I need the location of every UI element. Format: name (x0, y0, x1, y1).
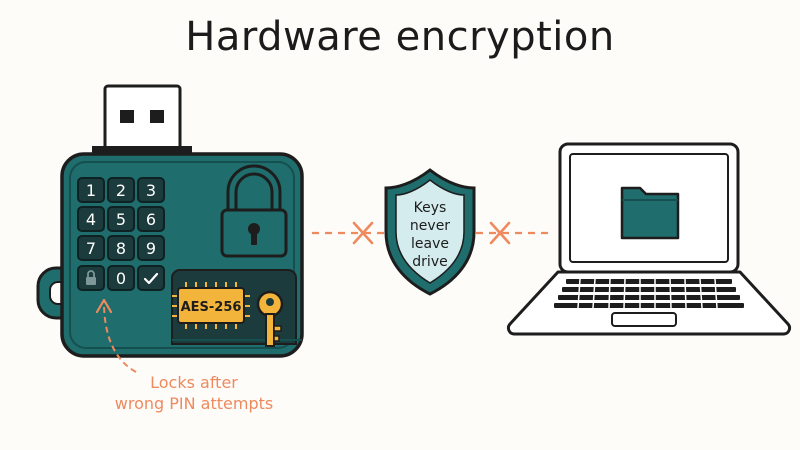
pin-lock-caption: Locks after wrong PIN attempts (84, 372, 304, 414)
keypad-key[interactable]: 6 (137, 206, 165, 232)
caption-arrow (95, 298, 137, 373)
keypad-key[interactable]: 1 (77, 177, 105, 203)
keypad-key[interactable]: 5 (107, 206, 135, 232)
keypad-key-label: 5 (116, 210, 126, 229)
keypad-key[interactable]: 9 (137, 235, 165, 261)
keypad-key-label: 7 (86, 239, 96, 258)
laptop-keyboard (554, 279, 744, 308)
keypad-key[interactable]: 3 (137, 177, 165, 203)
diagram-title: Hardware encryption (185, 14, 615, 60)
usb-connector (92, 84, 192, 160)
keypad-key[interactable]: 2 (107, 177, 135, 203)
x-mark-icon (489, 221, 511, 245)
keypad-key-lock[interactable] (77, 265, 105, 291)
keypad-key-label: 4 (86, 210, 96, 229)
crypto-chip-panel: AES-256 (171, 269, 302, 345)
usb-drive: 1 2 3 4 5 (36, 84, 304, 358)
keypad-key-label: 3 (146, 181, 156, 200)
chip-label: AES-256 (181, 300, 242, 315)
keypad-key[interactable]: 4 (77, 206, 105, 232)
caption-line: Locks after (150, 373, 238, 392)
keypad-key-label: 6 (146, 210, 156, 229)
shield-text-line: Keys (414, 200, 447, 216)
blocked-link-left (312, 221, 384, 245)
shield-text-line: leave (411, 236, 449, 252)
keypad-key-confirm[interactable] (137, 265, 165, 291)
small-lock-icon (86, 270, 96, 285)
keypad-key[interactable]: 0 (107, 265, 135, 291)
keypad-key[interactable]: 7 (77, 235, 105, 261)
key-icon (256, 290, 284, 347)
x-mark-icon (352, 221, 374, 245)
keypad-key-label: 1 (86, 181, 96, 200)
keypad-key-label: 9 (146, 239, 156, 258)
check-icon (143, 272, 159, 285)
shield-text-line: drive (412, 254, 447, 270)
keypad-key-label: 8 (116, 239, 126, 258)
keypad-key-label: 2 (116, 181, 126, 200)
keypad: 1 2 3 4 5 (77, 177, 165, 291)
shield-icon: Keys never leave drive (384, 168, 476, 296)
shield-text-line: never (410, 218, 450, 234)
folder-icon (620, 186, 680, 240)
laptop-touchpad (611, 312, 677, 327)
padlock-icon (220, 164, 288, 258)
caption-line: wrong PIN attempts (114, 394, 274, 413)
laptop (506, 142, 792, 336)
blocked-link-right (476, 221, 552, 245)
aes-chip (177, 287, 245, 324)
keypad-key[interactable]: 8 (107, 235, 135, 261)
keypad-key-label: 0 (116, 269, 126, 288)
